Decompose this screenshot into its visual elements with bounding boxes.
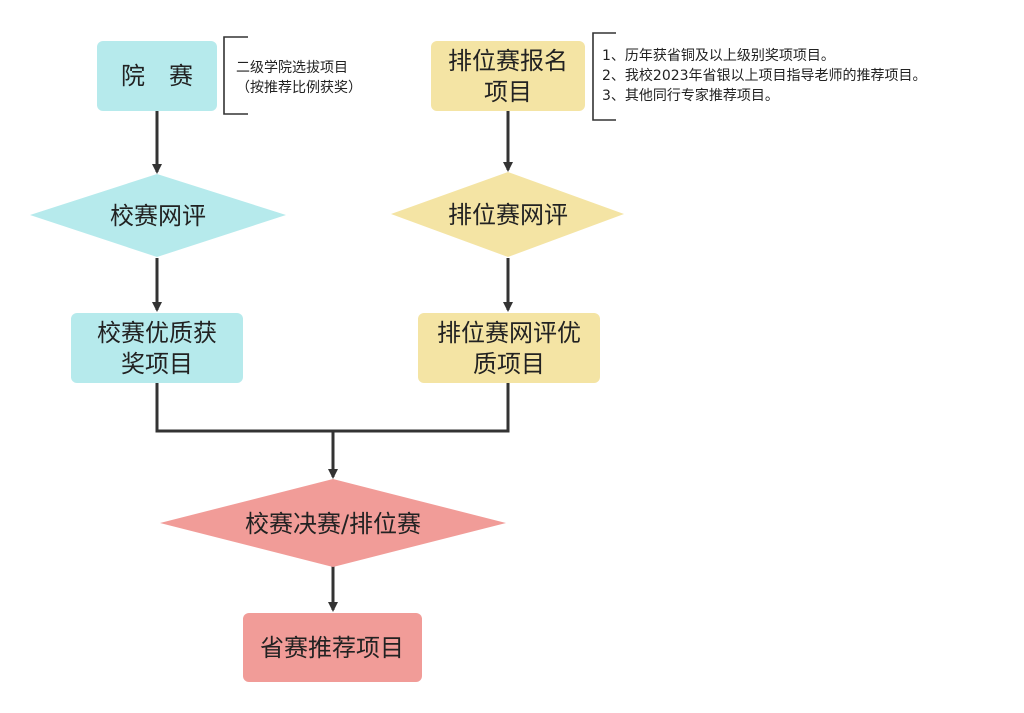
provincial-recommend-label: 省赛推荐项目	[260, 634, 404, 662]
college-note-line-2: （按推荐比例获奖）	[236, 79, 362, 96]
ranking-note-bracket	[592, 32, 616, 121]
ranking-online-quality-box	[418, 313, 600, 383]
ranking-note-line-2: 2、我校2023年省银以上项目指导老师的推荐项目。	[602, 67, 927, 84]
ranking-online-review-label: 排位赛网评	[448, 201, 568, 229]
college-note-bracket	[223, 36, 248, 115]
connectors	[152, 111, 513, 612]
school-quality-awarded-line-2: 奖项目	[121, 350, 193, 378]
college-contest-box	[97, 41, 217, 111]
ranking-online-review-diamond	[391, 172, 624, 257]
finals-diamond	[160, 479, 506, 567]
ranking-signup-line-1: 排位赛报名	[448, 47, 568, 75]
ranking-note-line-3: 3、其他同行专家推荐项目。	[602, 87, 779, 104]
ranking-signup-line-2: 项目	[484, 78, 532, 106]
school-quality-awarded-line-1: 校赛优质获	[97, 319, 217, 347]
note-brackets	[223, 32, 616, 121]
finals-label: 校赛决赛/排位赛	[245, 510, 421, 538]
ranking-note-line-1: 1、历年获省铜及以上级别奖项项目。	[602, 47, 835, 64]
school-quality-awarded-box	[71, 313, 243, 383]
school-online-review-diamond	[30, 174, 286, 257]
ranking-online-quality-line-1: 排位赛网评优	[437, 319, 581, 347]
college-contest-label: 院 赛	[121, 62, 193, 90]
ranking-signup-box	[431, 41, 585, 111]
college-note-line-1: 二级学院选拔项目	[236, 60, 348, 76]
ranking-online-quality-line-2: 质项目	[473, 350, 545, 378]
provincial-recommend-box	[243, 613, 422, 682]
school-online-review-label: 校赛网评	[110, 202, 206, 230]
merge-connector	[155, 383, 510, 433]
